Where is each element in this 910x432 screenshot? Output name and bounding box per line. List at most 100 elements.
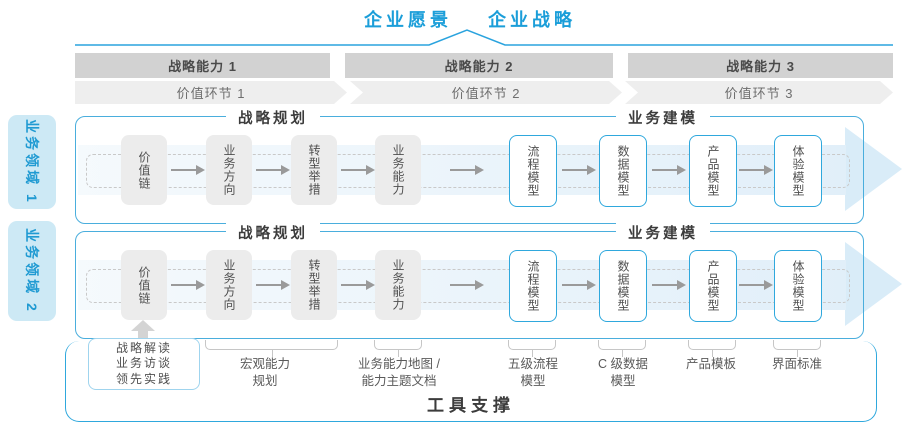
node-label: 业务能力 [391, 144, 405, 196]
flow-arrow-icon [845, 127, 902, 211]
node-data-model: 数据模型 [599, 250, 647, 322]
annotation-line: 模型 [520, 373, 546, 388]
strategy-title: 企业战略 [488, 10, 576, 30]
annotation-capability-map: 业务能力地图 / 能力主题文档 [358, 356, 440, 390]
node-label: 体验模型 [791, 260, 805, 312]
value-chain-2-label: 价值环节 2 [451, 86, 521, 101]
node-label: 价值链 [137, 150, 151, 190]
annotation-line: 业务能力地图 / [358, 357, 440, 371]
brace-macro-capability [205, 340, 338, 357]
planning-header: 战略规划 [226, 107, 320, 128]
node-label: 产品模型 [706, 260, 720, 312]
practice-callout-box: 战略解读 业务访谈 领先实践 [88, 338, 200, 390]
up-arrow-icon [131, 320, 155, 331]
tool-support-box: 工具支撑 [65, 341, 877, 422]
node-label: 数据模型 [616, 145, 630, 197]
node-label: 业务能力 [391, 259, 405, 311]
practice-line: 战略解读 [115, 340, 172, 355]
capability-bar-1: 战略能力 1 [75, 53, 330, 78]
step-arrow-icon [450, 165, 484, 175]
dashed-track [86, 154, 850, 188]
node-label: 体验模型 [791, 145, 805, 197]
step-arrow-icon [171, 165, 205, 175]
step-arrow-icon [739, 165, 773, 175]
step-arrow-icon [739, 280, 773, 290]
node-process-model: 流程模型 [509, 250, 557, 322]
node-label: 业务方向 [222, 259, 236, 311]
node-label: 转型举措 [307, 144, 321, 196]
business-domain-1: 业务领域 1 [8, 115, 56, 209]
node-business-direction: 业务方向 [206, 250, 252, 320]
annotation-process-model: 五级流程 模型 [508, 356, 558, 390]
annotation-line: 界面标准 [771, 357, 823, 371]
step-arrow-icon [652, 280, 686, 290]
node-label: 流程模型 [526, 260, 540, 312]
business-domain-2-label: 业务领域 2 [24, 228, 40, 314]
practice-line: 领先实践 [115, 371, 172, 386]
annotation-line: C 级数据 [597, 357, 649, 371]
node-experience-model: 体验模型 [774, 250, 822, 322]
step-arrow-icon [171, 280, 205, 290]
step-arrow-icon [562, 165, 596, 175]
node-business-capability: 业务能力 [375, 250, 421, 320]
brace-process-model [508, 340, 556, 357]
annotation-line: 五级流程 [507, 357, 559, 371]
value-chain-chevron-3: 价值环节 3 [625, 81, 893, 104]
business-domain-1-label: 业务领域 1 [24, 119, 40, 205]
practice-line: 业务访谈 [115, 356, 172, 371]
capability-bar-2-label: 战略能力 2 [444, 59, 514, 74]
brace-ui-standard [773, 340, 821, 357]
step-arrow-icon [450, 280, 484, 290]
capability-bar-3: 战略能力 3 [628, 53, 893, 78]
annotation-product-template: 产品模板 [686, 356, 736, 373]
capability-bar-2: 战略能力 2 [345, 53, 613, 78]
node-label: 数据模型 [616, 260, 630, 312]
modeling-header: 业务建模 [616, 107, 710, 128]
value-chain-1-label: 价值环节 1 [176, 86, 246, 101]
step-arrow-icon [652, 165, 686, 175]
node-process-model: 流程模型 [509, 135, 557, 207]
annotation-data-model: C 级数据 模型 [598, 356, 648, 390]
domain-panel-1: 战略规划 业务建模 价值链 业务方向 转型举措 业务能力 流程模型 数据模型 产… [75, 107, 864, 224]
node-data-model: 数据模型 [599, 135, 647, 207]
node-business-capability: 业务能力 [375, 135, 421, 205]
capability-bar-3-label: 战略能力 3 [726, 59, 795, 74]
up-arrow-icon [138, 330, 148, 343]
annotation-line: 宏观能力 [239, 357, 291, 371]
step-arrow-icon [256, 165, 290, 175]
node-label: 价值链 [137, 265, 151, 305]
node-value-chain: 价值链 [121, 250, 167, 320]
node-label: 流程模型 [526, 145, 540, 197]
node-product-model: 产品模型 [689, 250, 737, 322]
value-chain-chevron-2: 价值环节 2 [350, 81, 622, 104]
brace-capability-map [374, 340, 422, 357]
vision-title: 企业愿景 [364, 10, 452, 30]
annotation-line: 模型 [610, 373, 636, 388]
node-product-model: 产品模型 [689, 135, 737, 207]
domain-panel-2: 战略规划 业务建模 价值链 业务方向 转型举措 业务能力 流程模型 数据模型 产… [75, 222, 864, 339]
annotation-macro-capability: 宏观能力 规划 [240, 356, 290, 390]
brace-data-model [598, 340, 646, 357]
modeling-header: 业务建模 [616, 222, 710, 243]
planning-header: 战略规划 [226, 222, 320, 243]
diagram-title: 企业愿景 企业战略 [60, 6, 880, 32]
step-arrow-icon [341, 280, 375, 290]
node-experience-model: 体验模型 [774, 135, 822, 207]
step-arrow-icon [562, 280, 596, 290]
flow-arrow-icon [845, 242, 902, 326]
annotation-line: 能力主题文档 [361, 373, 437, 388]
node-label: 转型举措 [307, 259, 321, 311]
value-chain-3-label: 价值环节 3 [724, 86, 794, 101]
node-label: 产品模型 [706, 145, 720, 197]
annotation-line: 规划 [252, 373, 278, 388]
node-business-direction: 业务方向 [206, 135, 252, 205]
annotation-line: 产品模板 [685, 357, 737, 371]
node-transformation: 转型举措 [291, 250, 337, 320]
node-transformation: 转型举措 [291, 135, 337, 205]
tool-support-label: 工具支撑 [427, 396, 515, 415]
dashed-track [86, 269, 850, 303]
annotation-ui-standard: 界面标准 [772, 356, 822, 373]
capability-bar-1-label: 战略能力 1 [168, 59, 237, 74]
brace-product-template [688, 340, 736, 357]
